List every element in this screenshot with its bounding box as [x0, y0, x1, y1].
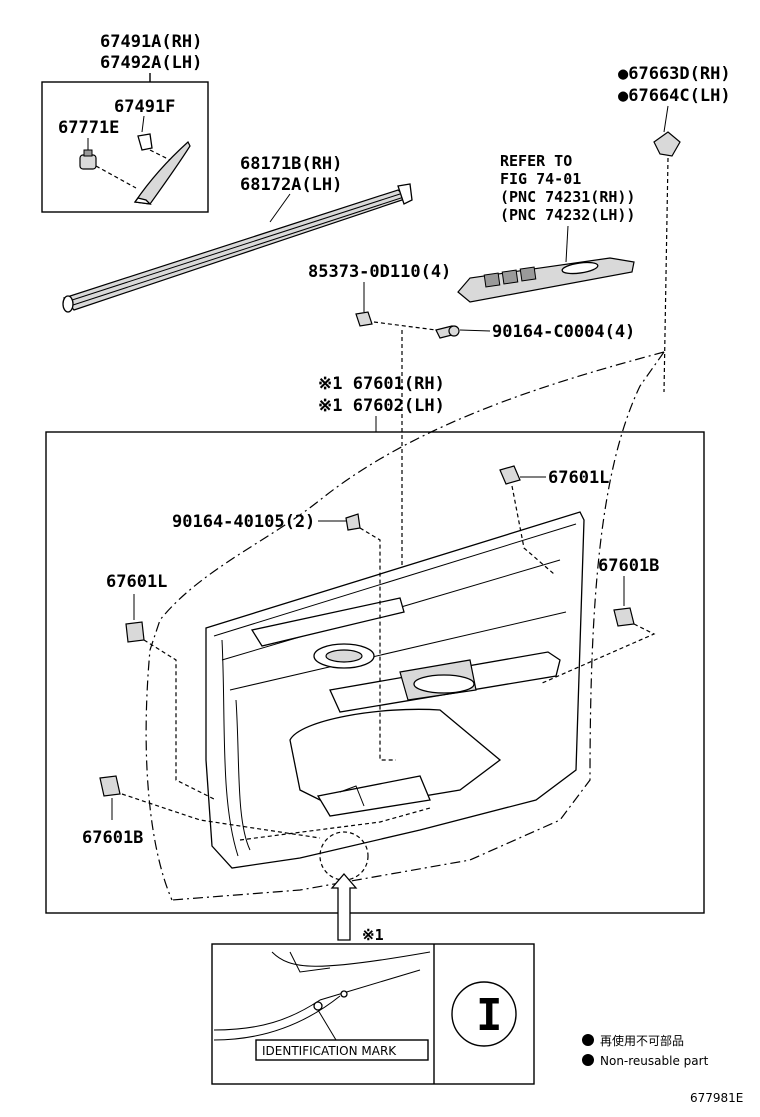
label-90164-40105: 90164-40105(2): [172, 512, 315, 532]
grommet-67771E: [79, 154, 97, 170]
clip-67601B-right: [613, 607, 635, 627]
refer-line-4: (PNC 74232(LH)): [500, 206, 635, 224]
label-note-mark: ※1: [362, 926, 384, 944]
door-trim-box: [45, 431, 705, 914]
clip-67601B-bottom: [99, 775, 121, 797]
label-67771E: 67771E: [58, 118, 119, 138]
clip-67601L-left: [125, 621, 145, 643]
detail-arrow: [330, 873, 358, 941]
legend-bullet-icon: [582, 1034, 594, 1046]
clip-85373: [355, 311, 373, 327]
garnish-box: [41, 81, 209, 213]
clip-67663D: [653, 131, 681, 157]
power-window-switch: [457, 257, 635, 303]
door-outline: [145, 351, 665, 901]
id-mark-box: [255, 1039, 429, 1061]
label-67492A: 67492A(LH): [100, 53, 202, 73]
garnish-group: 67491A(RH) 67492A(LH) 67491F 67771E: [41, 32, 209, 213]
refer-line-2: FIG 74-01: [500, 170, 581, 188]
figure-code: 677981E: [690, 1091, 743, 1105]
legend-en: Non-reusable part: [600, 1054, 709, 1068]
id-mark-circle: [451, 981, 517, 1047]
detail-group: ※1 IDENTIFICATION MARK I: [211, 873, 535, 1085]
label-67601: ※1 67601(RH): [318, 374, 445, 394]
clip-67663D-group: ●67663D(RH) ●67664C(LH): [618, 64, 731, 393]
door-pocket: [289, 708, 502, 811]
legend-jp: 再使用不可部品: [600, 1033, 684, 1048]
label-68171B: 68171B(RH): [240, 154, 342, 174]
refer-line-1: REFER TO: [500, 152, 572, 170]
detail-box: [211, 943, 535, 1085]
clip-67601L-top: [499, 465, 521, 485]
label-67602: ※1 67602(LH): [318, 396, 445, 416]
legend-bullet-icon-2: [582, 1054, 594, 1066]
label-85373: 85373-0D110(4): [308, 262, 451, 282]
triangle-garnish: [133, 141, 191, 205]
label-67601B-right: 67601B: [598, 556, 659, 576]
door-trim-group: ※1 67601(RH) ※1 67602(LH) 67601L 901: [45, 351, 705, 914]
id-mark-label: IDENTIFICATION MARK: [262, 1044, 397, 1058]
label-67601B-bottom: 67601B: [82, 828, 143, 848]
label-90164-C0004: 90164-C0004(4): [492, 322, 635, 342]
weatherstrip-group: 68171B(RH) 68172A(LH): [62, 154, 413, 313]
clip-67491F: [137, 133, 153, 151]
label-68172A: 68172A(LH): [240, 175, 342, 195]
screw-90164-40105: [345, 513, 361, 531]
label-67664C: ●67664C(LH): [618, 86, 731, 106]
refer-line-3: (PNC 74231(RH)): [500, 188, 635, 206]
legend: 再使用不可部品 Non-reusable part: [582, 1033, 709, 1068]
label-67601L-left: 67601L: [106, 572, 167, 592]
fastener-group: 85373-0D110(4) 90164-C0004(4): [308, 262, 635, 600]
switch-reference: REFER TO FIG 74-01 (PNC 74231(RH)) (PNC …: [457, 152, 635, 303]
label-67663D: ●67663D(RH): [618, 64, 731, 84]
id-mark-letter: I: [476, 990, 503, 1041]
label-67601L-top: 67601L: [548, 468, 609, 488]
label-67491A: 67491A(RH): [100, 32, 202, 52]
label-67491F: 67491F: [114, 97, 175, 117]
